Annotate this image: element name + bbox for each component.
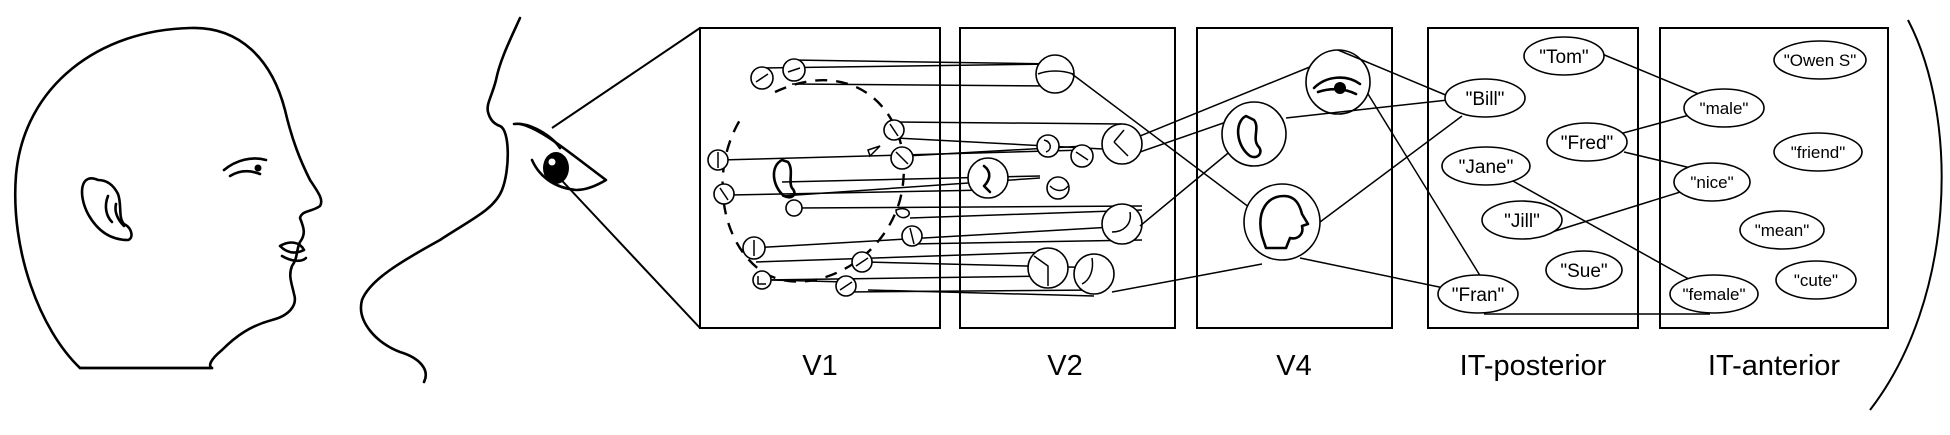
node-female: "female" [1682, 285, 1745, 304]
node-friend: "friend" [1791, 143, 1846, 162]
it-posterior-box [1427, 27, 1639, 329]
face-profile-drawing [359, 16, 522, 384]
node-mean: "mean" [1755, 221, 1810, 240]
node-nice: "nice" [1690, 173, 1733, 192]
it-anterior-nodes: "Owen S" "male" "friend" "nice" "mean" "… [1669, 40, 1867, 314]
v4-itp-connections [1285, 49, 1485, 289]
head-profile-drawing [13, 26, 323, 370]
node-fred: "Fred" [1561, 133, 1614, 154]
label-v2: V2 [1047, 350, 1082, 382]
node-owen-s: "Owen S" [1784, 51, 1857, 70]
node-fran: "Fran" [1452, 285, 1505, 306]
node-cute: "cute" [1794, 271, 1838, 290]
node-tom: "Tom" [1539, 47, 1588, 68]
label-it-anterior: IT-anterior [1708, 350, 1840, 382]
label-v1: V1 [802, 350, 837, 382]
eye-icon [512, 122, 608, 192]
node-bill: "Bill" [1466, 89, 1505, 110]
v4-feature-detectors [1221, 49, 1371, 261]
node-jane: "Jane" [1459, 157, 1514, 178]
v1-feature-detectors [707, 58, 923, 297]
right-arc [1869, 19, 1943, 411]
label-v4: V4 [1276, 350, 1311, 382]
v2-feature-detectors [967, 54, 1143, 295]
it-posterior-nodes: "Tom" "Bill" "Fred" "Jane" "Jill" "Sue" … [1437, 36, 1628, 314]
node-jill: "Jill" [1504, 211, 1540, 232]
v2-v4-connections [1071, 61, 1323, 293]
label-it-posterior: IT-posterior [1460, 350, 1607, 382]
it-anterior-box [1659, 27, 1889, 329]
node-male: "male" [1700, 99, 1749, 118]
node-sue: "Sue" [1560, 261, 1607, 282]
